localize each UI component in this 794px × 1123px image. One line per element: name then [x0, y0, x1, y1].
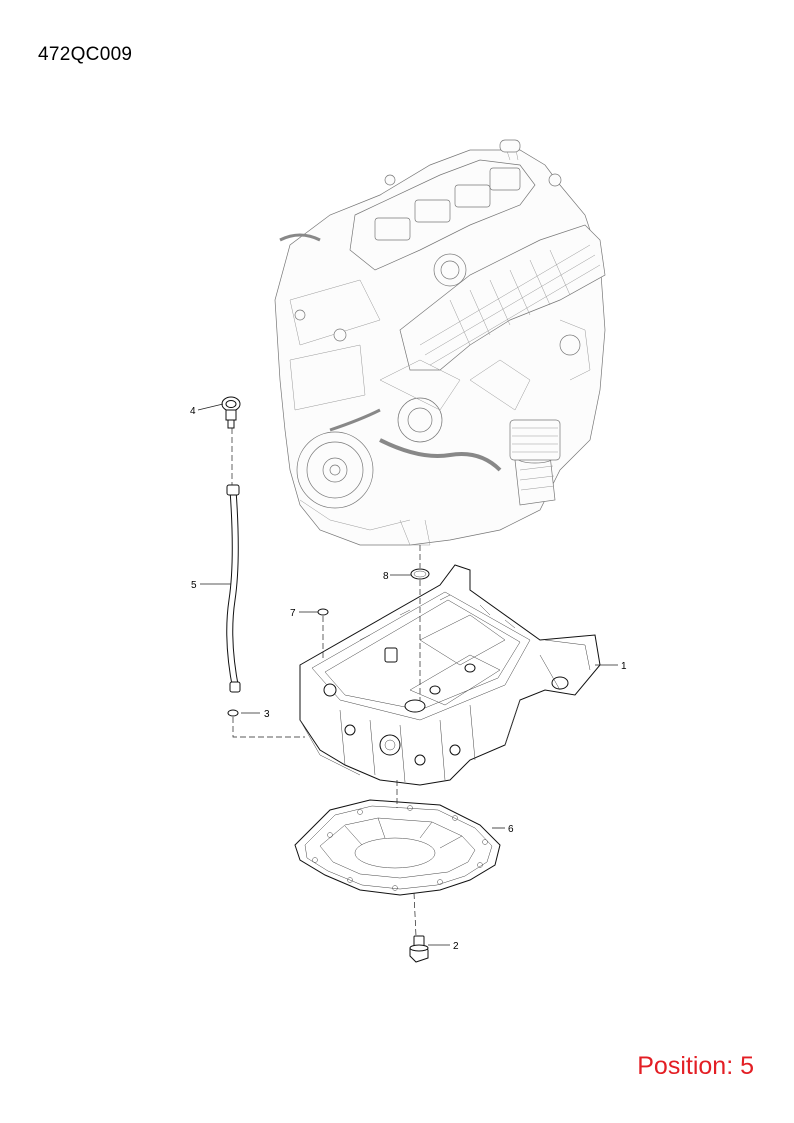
leader-lines: [197, 403, 618, 946]
callout-1: 1: [621, 661, 627, 672]
oil-pan-upper: [299, 564, 601, 786]
callout-8: 8: [383, 571, 389, 582]
dipstick-tube-o-ring: [227, 709, 239, 717]
assembly-lines: [231, 428, 421, 937]
callout-6: 6: [508, 824, 514, 835]
callout-4: 4: [190, 406, 196, 417]
dipstick: [221, 396, 241, 429]
position-label: Position: 5: [637, 1052, 754, 1080]
drain-plug: [409, 935, 429, 963]
callout-5: 5: [191, 580, 197, 591]
callout-labels: 4 5 3 8 7 1 6 2: [190, 406, 627, 952]
callout-7: 7: [290, 608, 296, 619]
callout-2: 2: [453, 941, 459, 952]
o-ring-small: [317, 608, 329, 616]
engine-assembly: [274, 139, 606, 546]
o-ring-large: [410, 568, 430, 580]
oil-pan-lower: [294, 799, 501, 896]
diagram-code: 472QC009: [38, 44, 133, 65]
callout-3: 3: [264, 709, 270, 720]
dipstick-tube: [226, 484, 241, 693]
